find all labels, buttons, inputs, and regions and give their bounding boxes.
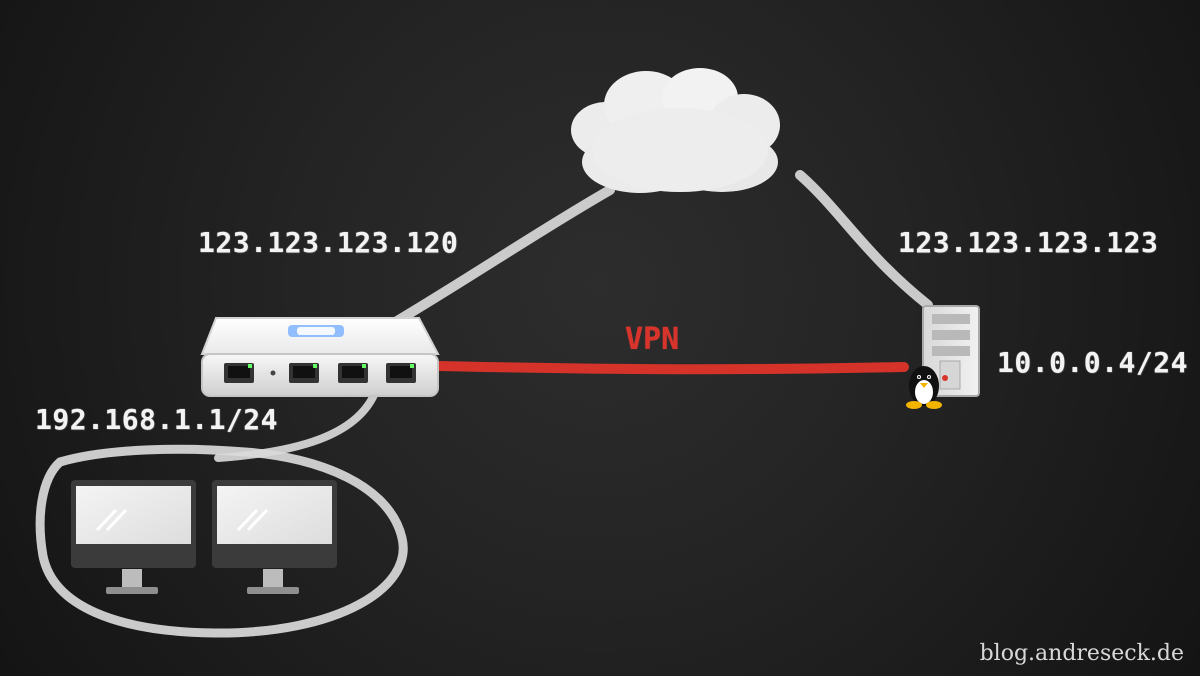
server-icon bbox=[922, 305, 980, 397]
cloud-icon bbox=[571, 68, 780, 193]
vpn-label: VPN bbox=[625, 322, 680, 357]
lan-group-loop bbox=[35, 444, 408, 638]
right-private-network-label: 10.0.0.4/24 bbox=[997, 346, 1188, 379]
router-to-cloud-line bbox=[377, 185, 615, 335]
monitor-icon bbox=[71, 480, 196, 594]
gateway-router-icon bbox=[200, 317, 440, 397]
left-private-network-label: 192.168.1.1/24 bbox=[35, 403, 279, 436]
connection-lines bbox=[35, 170, 933, 638]
watermark-label: blog.andreseck.de bbox=[979, 641, 1184, 666]
left-public-ip-label: 123.123.123.120 bbox=[198, 226, 459, 259]
vpn-link-line bbox=[433, 361, 909, 375]
right-public-ip-label: 123.123.123.123 bbox=[898, 226, 1159, 259]
gateway-ports bbox=[224, 363, 416, 383]
linux-penguin-icon bbox=[906, 366, 942, 409]
cloud-to-server-line bbox=[795, 170, 933, 310]
monitor-icon bbox=[212, 480, 337, 594]
